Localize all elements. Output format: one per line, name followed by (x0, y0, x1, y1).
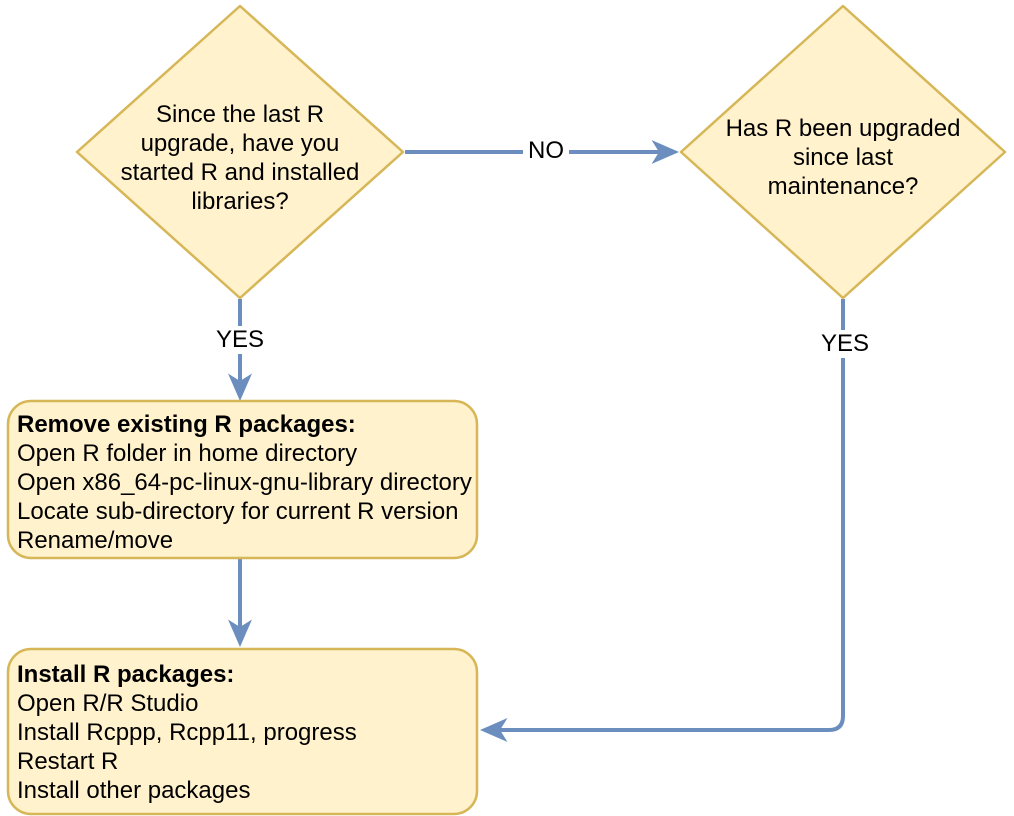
decision-right-line: since last (792, 144, 894, 171)
edge-label-yes-left: YES (210, 326, 270, 354)
install-box-step: Open R/R Studio (17, 690, 199, 717)
install-box-title: Install R packages: (17, 661, 235, 688)
decision-left-text: Since the last R upgrade, have you start… (90, 100, 390, 216)
install-box-shape (6, 647, 479, 816)
remove-box-step: Rename/move (17, 527, 174, 554)
decision-left-line: libraries? (191, 188, 289, 215)
remove-box-step: Open R folder in home directory (17, 440, 358, 467)
edge-yes-right (480, 299, 845, 742)
remove-box-step: Open x86_64-pc-linux-gnu-library directo… (17, 469, 472, 496)
decision-right-shape (679, 4, 1007, 300)
remove-box-shape (6, 399, 479, 560)
edge-label-no: NO (523, 137, 569, 165)
decision-right-line: maintenance? (767, 173, 919, 200)
remove-box-step: Locate sub-directory for current R versi… (17, 498, 459, 525)
install-box-step: Install Rcppp, Rcpp11, progress (17, 719, 357, 746)
decision-right-line: Has R been upgraded (725, 115, 961, 142)
remove-box-text: Remove existing R packages: Open R folde… (17, 410, 477, 555)
decision-left-line: started R and installed (120, 159, 360, 186)
decision-left-shape (75, 4, 405, 300)
decision-left-line: upgrade, have you (140, 130, 340, 157)
install-box-step: Install other packages (17, 777, 251, 804)
install-box-step: Restart R (17, 748, 119, 775)
decision-left-line: Since the last R (155, 101, 325, 128)
remove-box-title: Remove existing R packages: (17, 411, 356, 438)
install-box-text: Install R packages: Open R/R Studio Inst… (17, 660, 477, 805)
decision-right-text: Has R been upgraded since last maintenan… (693, 114, 993, 201)
edge-label-yes-right: YES (815, 330, 875, 358)
